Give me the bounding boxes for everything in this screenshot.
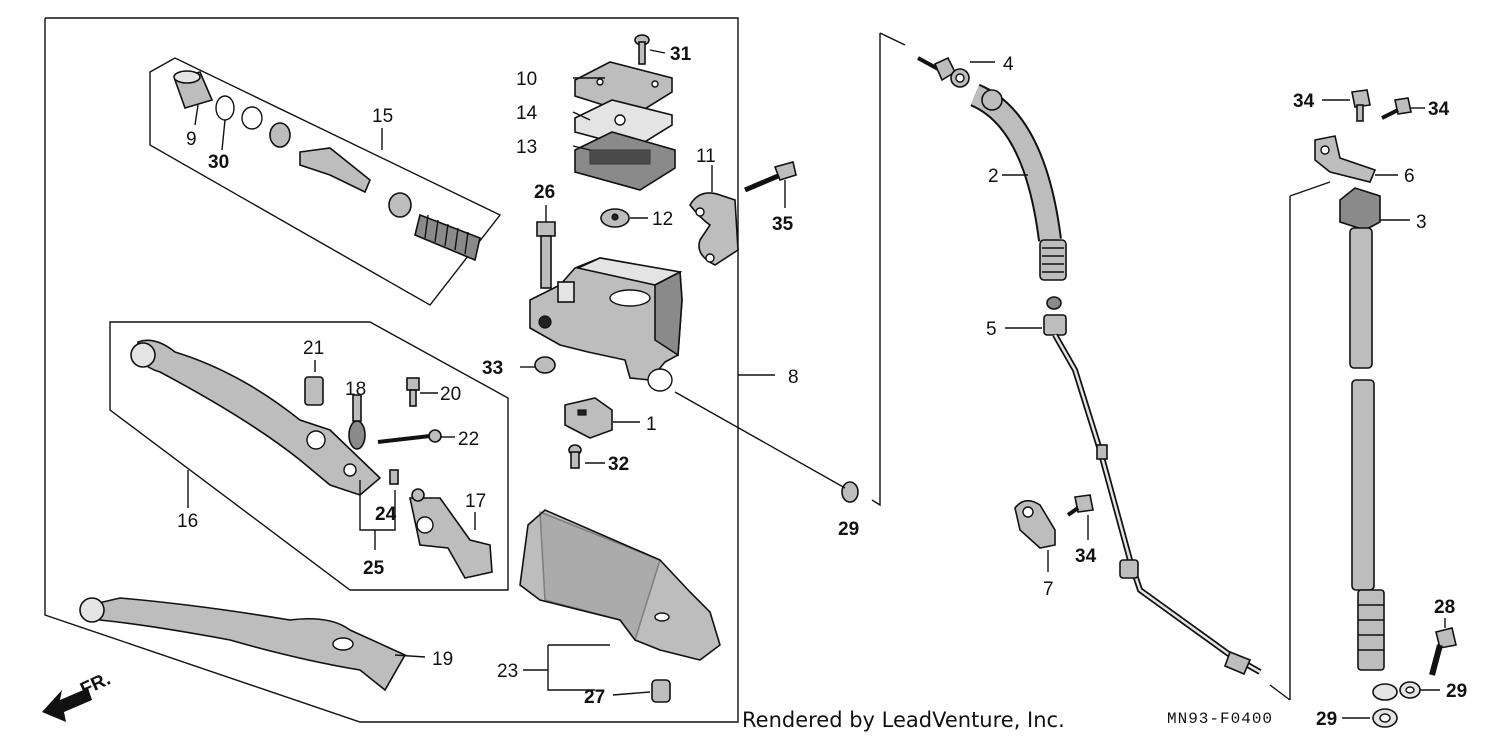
leader-lines — [187, 49, 1446, 719]
label-34-mid: 34 — [1075, 546, 1097, 567]
grommet-27[interactable] — [651, 679, 671, 703]
brake-lever[interactable] — [130, 339, 382, 496]
banjo-bolt-28[interactable] — [1429, 627, 1457, 676]
holder-11[interactable] — [689, 192, 739, 266]
diaphragm-plate[interactable] — [574, 99, 673, 149]
label-11: 11 — [696, 146, 716, 167]
front-direction-marker: FR. — [42, 669, 114, 722]
adjuster-18[interactable] — [348, 394, 366, 450]
callout-labels: 1 2 3 4 5 6 7 8 9 10 11 12 13 14 15 16 1… — [177, 44, 1467, 730]
label-1: 1 — [646, 414, 657, 435]
label-34-top-left: 34 — [1293, 91, 1315, 112]
screw-20[interactable] — [406, 377, 420, 407]
diagram-code: MN93-F0400 — [1167, 710, 1274, 728]
brake-pipe[interactable] — [1052, 333, 1262, 676]
washer-29-lower-left[interactable] — [1372, 708, 1398, 728]
label-7: 7 — [1043, 579, 1054, 600]
front-arrow-icon — [42, 688, 92, 722]
banjo-bolt-4[interactable] — [917, 56, 1003, 111]
diaphragm[interactable] — [574, 131, 676, 191]
bolt-34-mid[interactable] — [1066, 494, 1094, 517]
washer-29-mid[interactable] — [841, 481, 859, 503]
label-29-lower-left: 29 — [1316, 709, 1337, 730]
bolt-34-top-right[interactable] — [1381, 97, 1412, 120]
brake-switch[interactable] — [564, 397, 613, 439]
label-25: 25 — [363, 558, 385, 579]
upper-hose-outline — [871, 33, 881, 507]
label-33: 33 — [482, 358, 503, 379]
screw-24[interactable] — [389, 469, 399, 485]
assembly-outlines — [44, 17, 1331, 723]
footer-credit: Rendered by LeadVenture, Inc. — [742, 708, 1065, 732]
bracket-6[interactable] — [1314, 135, 1377, 183]
label-9: 9 — [186, 129, 197, 150]
label-6: 6 — [1404, 166, 1415, 187]
label-15: 15 — [372, 106, 393, 127]
label-22: 22 — [458, 429, 479, 450]
label-32: 32 — [608, 454, 629, 475]
master-cylinder-outline — [44, 17, 739, 723]
bolt-35[interactable] — [744, 161, 797, 193]
label-5: 5 — [986, 319, 997, 340]
knocker-17[interactable] — [409, 488, 493, 579]
label-27: 27 — [584, 687, 605, 708]
brake-hose-2[interactable] — [969, 83, 1067, 281]
lower-hose-outline — [1289, 181, 1331, 197]
label-35: 35 — [772, 214, 794, 235]
label-31: 31 — [670, 44, 692, 65]
label-24: 24 — [375, 504, 397, 525]
fitting-5[interactable] — [1043, 296, 1067, 336]
brake-hose-3[interactable] — [1339, 187, 1398, 701]
lever-cover[interactable] — [519, 509, 721, 661]
label-29-lower-right: 29 — [1446, 681, 1467, 702]
reservoir-cap[interactable] — [574, 61, 673, 116]
label-29-mid: 29 — [838, 519, 859, 540]
label-8: 8 — [788, 367, 799, 388]
label-3: 3 — [1416, 212, 1427, 233]
label-16: 16 — [177, 511, 198, 532]
lever-kit-outline — [109, 321, 509, 591]
label-28: 28 — [1434, 597, 1455, 618]
screw-32[interactable] — [568, 444, 582, 469]
label-14: 14 — [516, 103, 538, 124]
label-19: 19 — [432, 649, 453, 670]
label-17: 17 — [465, 491, 486, 512]
piston-kit[interactable] — [173, 70, 481, 262]
screw-31[interactable] — [634, 34, 650, 65]
bolt-34-top-left[interactable] — [1351, 89, 1371, 122]
washer-29-lower-right[interactable] — [1399, 681, 1421, 699]
clamp-7[interactable] — [1014, 499, 1056, 549]
label-30: 30 — [208, 152, 229, 173]
label-18: 18 — [345, 379, 366, 400]
label-26: 26 — [534, 182, 555, 203]
master-cylinder-body[interactable] — [529, 257, 683, 392]
label-2: 2 — [988, 166, 999, 187]
label-4: 4 — [1003, 54, 1014, 75]
collar-21[interactable] — [304, 376, 324, 406]
piston-kit-outline — [149, 57, 502, 306]
label-34-top-right: 34 — [1428, 99, 1450, 120]
label-21: 21 — [303, 338, 324, 359]
label-12: 12 — [652, 209, 673, 230]
label-20: 20 — [440, 384, 461, 405]
boot-12[interactable] — [600, 208, 630, 228]
label-10: 10 — [516, 69, 537, 90]
bolt-26[interactable] — [536, 221, 556, 289]
lever-19[interactable] — [79, 597, 407, 692]
label-23: 23 — [497, 661, 518, 682]
nut-33[interactable] — [534, 356, 556, 374]
label-13: 13 — [516, 137, 537, 158]
rod-22[interactable] — [377, 429, 442, 444]
